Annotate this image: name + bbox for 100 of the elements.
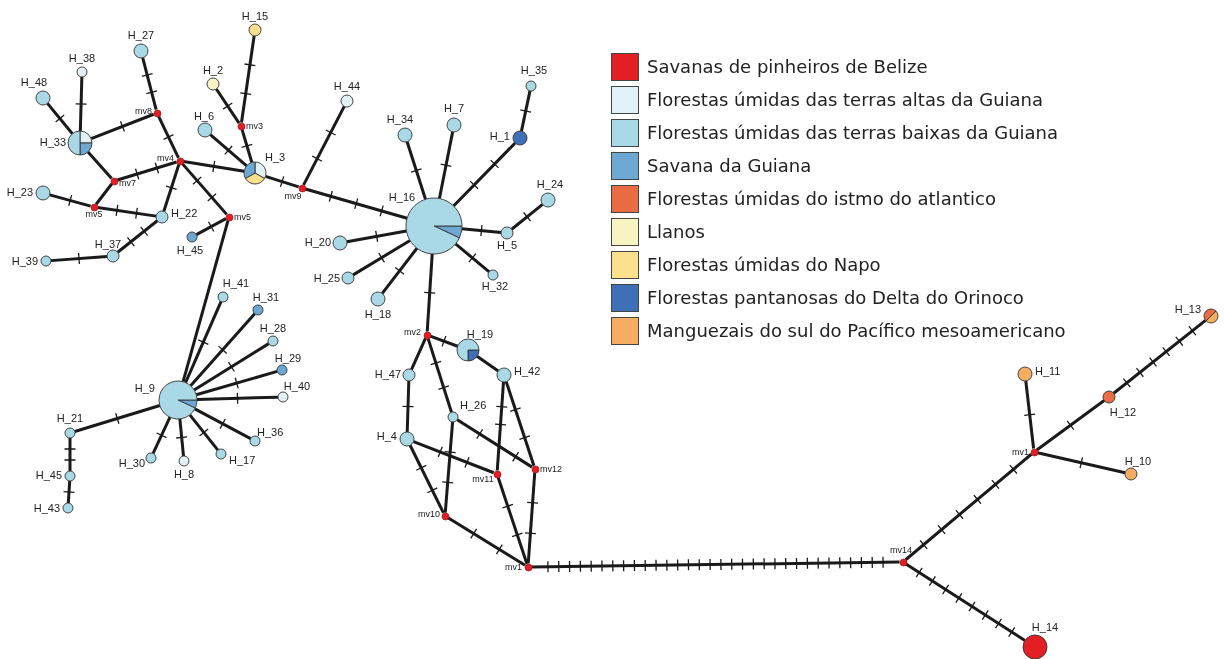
median-vector-label: mv14 <box>890 545 912 555</box>
network-link <box>184 300 223 384</box>
network-link <box>426 337 453 413</box>
haplotype-label: H_47 <box>374 368 401 380</box>
haplotype-label: H_41 <box>222 277 250 289</box>
legend-label: Savana da Guiana <box>647 155 812 176</box>
network-link <box>209 133 248 167</box>
network-link <box>141 57 158 110</box>
network-link <box>46 102 74 135</box>
network-link <box>526 472 537 564</box>
network-link <box>452 141 517 208</box>
network-link <box>304 187 408 220</box>
haplotype-label: H_18 <box>364 308 392 320</box>
haplotype-label: H_34 <box>386 113 414 125</box>
network-link <box>193 342 270 392</box>
network-link <box>346 229 407 244</box>
haplotype-label: H_1 <box>489 130 510 142</box>
network-link <box>265 174 300 189</box>
haplotype-label: H_22 <box>171 207 198 219</box>
network-link <box>181 219 230 383</box>
network-link <box>181 162 228 216</box>
network-link <box>520 90 532 132</box>
network-link <box>50 254 108 263</box>
haplotype-label: H_24 <box>536 178 564 190</box>
network-link <box>1035 399 1106 452</box>
haplotype-label: H_44 <box>333 80 361 92</box>
network-link <box>425 253 434 332</box>
network-link <box>1112 319 1207 395</box>
haplotype-label: H_19 <box>466 328 494 340</box>
network-link <box>157 115 180 159</box>
haplotype-label: H_33 <box>39 136 66 148</box>
haplotype-label: H_43 <box>33 502 60 514</box>
network-link <box>183 160 245 173</box>
network-link <box>116 219 159 254</box>
network-link <box>188 413 220 452</box>
network-link <box>215 88 241 124</box>
network-link <box>195 217 227 236</box>
network-link <box>496 476 529 565</box>
median-vector-label: mv5 <box>85 209 103 219</box>
network-link <box>195 369 278 397</box>
network-link <box>94 182 114 206</box>
haplotype-label: H_32 <box>481 280 509 292</box>
haplotype-label: H_30 <box>118 457 145 469</box>
haplotype-label: H_39 <box>11 255 38 267</box>
haplotype-label: H_20 <box>304 236 331 248</box>
network-link <box>405 380 411 433</box>
legend-label: Manguezais do sul do Pacífico mesoamericano <box>647 320 1066 341</box>
network-link <box>405 141 427 200</box>
haplotype-label: H_26 <box>460 399 487 411</box>
network-link <box>196 395 279 401</box>
network-link <box>189 312 256 387</box>
haplotype-label: H_35 <box>520 64 548 76</box>
network-link <box>90 112 155 141</box>
network-link <box>116 160 178 182</box>
network-link <box>476 355 500 373</box>
haplotype-label: H_36 <box>257 426 284 438</box>
network-link <box>97 206 157 218</box>
median-vector-label: mv8 <box>135 106 152 116</box>
network-link <box>74 404 161 433</box>
network-link <box>49 193 91 208</box>
legend-label: Florestas úmidas das terras baixas da Guiana <box>647 122 1059 143</box>
network-link <box>410 337 427 371</box>
haplotype-label: H_48 <box>20 76 48 88</box>
haplotype-label: H_10 <box>1124 455 1152 467</box>
legend-label: Florestas úmidas das terras altas da Guiana <box>647 89 1044 110</box>
haplotype-label: H_16 <box>388 191 416 203</box>
network-link <box>510 203 544 231</box>
median-vector-label: mv11 <box>472 474 494 484</box>
network-link <box>240 128 254 163</box>
legend-label: Florestas úmidas do istmo do atlantico <box>647 188 997 209</box>
median-vector-label: mv9 <box>284 191 302 201</box>
median-vector-label: mv1 <box>1012 447 1029 457</box>
haplotype-label: H_3 <box>265 151 286 163</box>
network-link <box>461 227 502 234</box>
network-link <box>151 416 172 455</box>
network-link <box>905 562 1026 642</box>
network-link <box>194 407 252 440</box>
haplotype-label: H_25 <box>313 272 340 284</box>
network-link <box>381 247 419 295</box>
haplotype-label: H_29 <box>274 352 302 364</box>
network-link <box>447 516 526 567</box>
haplotype-label: H_45 <box>35 469 62 481</box>
haplotype-label: H_21 <box>56 412 84 424</box>
haplotype-label: H_14 <box>1031 621 1059 633</box>
haplotype-label: H_45 <box>176 244 204 256</box>
haplotype-label: H_12 <box>1109 406 1137 418</box>
network-link <box>443 421 455 513</box>
median-vector-label: mv3 <box>246 121 263 131</box>
network-link <box>162 163 181 212</box>
median-vector-label: mv5 <box>234 212 251 222</box>
haplotype-label: H_38 <box>68 52 96 64</box>
network-link <box>456 418 533 469</box>
network-link <box>68 438 72 471</box>
network-link <box>437 131 455 199</box>
network-link <box>86 150 113 180</box>
haplotype-label: H_17 <box>229 454 256 466</box>
haplotype-label: H_27 <box>127 29 155 41</box>
haplotype-label: H_8 <box>173 468 195 480</box>
haplotype-label: H_40 <box>283 380 311 392</box>
haplotype-label: H_28 <box>259 322 287 334</box>
